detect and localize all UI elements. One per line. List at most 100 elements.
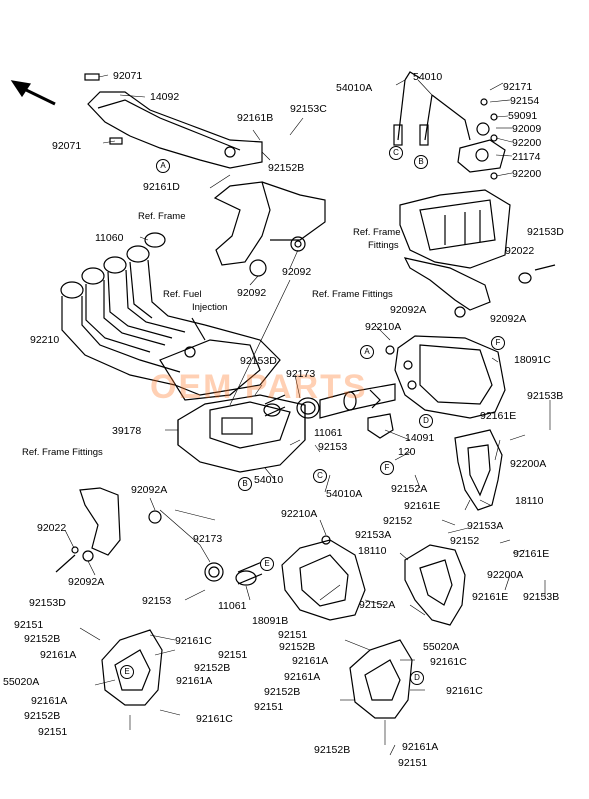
part-label: 92153B — [527, 390, 564, 402]
part-label: 92151 — [14, 619, 44, 631]
part-label: 92071 — [52, 140, 82, 152]
part-label: 92161E — [513, 548, 550, 560]
reference-label: Injection — [192, 302, 228, 313]
part-label: 92153 — [318, 441, 348, 453]
front-direction-arrow-icon — [10, 80, 56, 106]
part-label: 92092A — [390, 304, 427, 316]
part-label: 92153A — [355, 529, 392, 541]
part-label: 92153D — [240, 355, 277, 367]
part-label: 92152B — [268, 162, 305, 174]
part-label: 54010 — [254, 474, 284, 486]
part-label: 18110 — [515, 495, 544, 507]
part-label: 92151 — [398, 757, 428, 769]
callout-marker: F — [491, 336, 505, 350]
callout-marker: A — [156, 159, 170, 173]
reference-label: Ref. Fuel — [163, 289, 202, 300]
silencer-18091C — [394, 335, 506, 419]
frame-bracket — [213, 181, 271, 266]
part-label: 92092A — [131, 484, 168, 496]
part-label: 92161A — [402, 741, 439, 753]
part-label: 92153 — [142, 595, 172, 607]
part-label: 92161A — [31, 695, 68, 707]
callout-marker: D — [419, 414, 433, 428]
callout-marker: F — [380, 461, 394, 475]
part-label: 92152B — [24, 633, 61, 645]
callout-marker: A — [360, 345, 374, 359]
part-label: 92161A — [40, 649, 77, 661]
part-label: 92092A — [68, 576, 105, 588]
callout-marker: B — [238, 477, 252, 491]
part-label: 92161C — [175, 635, 212, 647]
part-label: 92161C — [446, 685, 483, 697]
part-label: 92153A — [467, 520, 504, 532]
part-label: 11061 — [218, 600, 247, 612]
part-label: 92151 — [278, 629, 308, 641]
part-label: 54010 — [413, 71, 443, 83]
part-label: 92092 — [237, 287, 267, 299]
part-label: 92092A — [490, 313, 527, 325]
part-label: 92161A — [292, 655, 329, 667]
part-label: 92022 — [505, 245, 535, 257]
part-label: 92173 — [286, 368, 316, 380]
callout-marker: C — [313, 469, 327, 483]
part-label: 54010A — [326, 488, 363, 500]
part-label: 92161E — [472, 591, 509, 603]
part-label: 92161A — [176, 675, 213, 687]
exhaust-header-pipes — [60, 245, 281, 396]
part-label: 92009 — [512, 123, 542, 135]
part-label: 92210 — [30, 334, 60, 346]
heat-guard-55020A-right — [349, 639, 413, 719]
reference-label: Fittings — [368, 240, 399, 251]
callout-marker: D — [410, 671, 424, 685]
part-label: 92152A — [359, 599, 396, 611]
callout-marker: B — [414, 155, 428, 169]
part-label: 92152B — [279, 641, 316, 653]
part-label: 92152B — [194, 662, 231, 674]
part-label: 92200 — [512, 137, 542, 149]
part-label: 92152B — [24, 710, 61, 722]
silencer-18091B — [281, 539, 366, 621]
part-label: 120 — [398, 446, 416, 458]
part-label: 14092 — [150, 91, 180, 103]
part-label: 92200A — [487, 569, 524, 581]
watermark: OEM PARTS — [150, 368, 368, 406]
part-label: 54010A — [336, 82, 373, 94]
part-label: 92152 — [383, 515, 413, 527]
part-label: 92210A — [365, 321, 402, 333]
part-label: 92152A — [391, 483, 428, 495]
part-label: 92173 — [193, 533, 223, 545]
part-label: 21174 — [512, 151, 541, 163]
part-label: 39178 — [112, 425, 142, 437]
part-label: 92200A — [510, 458, 547, 470]
part-label: 92153D — [29, 597, 66, 609]
part-label: 92152 — [450, 535, 480, 547]
part-label: 59091 — [508, 110, 538, 122]
callout-marker: E — [260, 557, 274, 571]
reference-label: Ref. Frame — [353, 227, 401, 238]
part-label: 55020A — [423, 641, 460, 653]
callout-marker: C — [389, 146, 403, 160]
part-label: 92161E — [404, 500, 441, 512]
part-label: 92151 — [254, 701, 284, 713]
part-label: 92171 — [503, 81, 533, 93]
part-label: 92200 — [512, 168, 542, 180]
part-label: 92153C — [290, 103, 327, 115]
part-label: 92022 — [37, 522, 67, 534]
part-label: 92092 — [282, 266, 312, 278]
part-label: 11060 — [95, 232, 124, 244]
part-label: 18091B — [252, 615, 289, 627]
part-label: 92161C — [196, 713, 233, 725]
part-label: 18091C — [514, 354, 551, 366]
actuator-bracket — [399, 189, 511, 269]
callout-marker: E — [120, 665, 134, 679]
part-label: 92154 — [510, 95, 540, 107]
part-label: 92153B — [523, 591, 560, 603]
part-label: 92161A — [284, 671, 321, 683]
part-label: 14091 — [405, 432, 435, 444]
reference-label: Ref. Frame Fittings — [312, 289, 393, 300]
reference-label: Ref. Frame — [138, 211, 186, 222]
part-label: 11061 — [314, 427, 343, 439]
part-label: 92161C — [430, 656, 467, 668]
part-label: 92161B — [237, 112, 274, 124]
